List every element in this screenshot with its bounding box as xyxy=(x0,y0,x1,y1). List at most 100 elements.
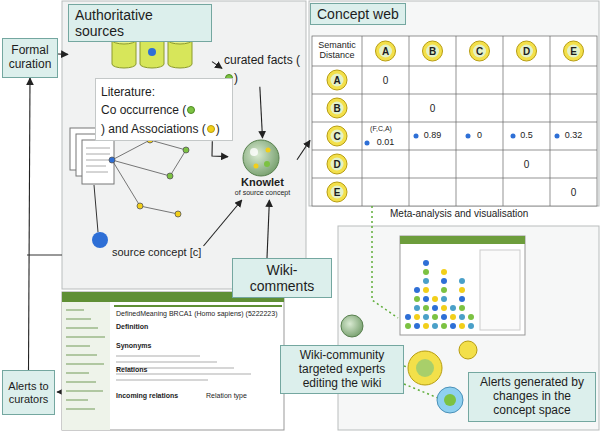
visualisation-screenshot-part-part xyxy=(441,287,447,293)
literature-box: Literature:Co occurrence () and Associat… xyxy=(95,78,233,141)
wiki-screenshot-part-part xyxy=(66,354,97,356)
connector-arrow xyxy=(204,200,242,246)
document-symbol-part xyxy=(86,148,110,172)
process-box: Formal curation xyxy=(2,38,58,78)
table-cell: 0 xyxy=(383,75,389,86)
visualisation-screenshot-part-part xyxy=(423,269,429,275)
table-cell: 0.01 xyxy=(377,138,395,148)
wiki-screenshot-part-part xyxy=(66,309,84,311)
visualisation-screenshot-part-part xyxy=(441,296,447,302)
visualisation-screenshot-part-part xyxy=(459,278,465,284)
node-text: Literature: xyxy=(101,85,155,99)
visualisation-screenshot-part-part xyxy=(423,323,429,329)
axis-title: Semantic Distance xyxy=(314,41,360,61)
distance-dots-part xyxy=(365,141,370,146)
knowlet-icons-part xyxy=(520,45,533,58)
knowlet-symbol xyxy=(243,140,279,176)
wiki-screenshot xyxy=(62,292,284,430)
wiki-screenshot-part-part xyxy=(66,381,96,383)
table-cell: (F,C,A) xyxy=(370,125,392,133)
process-box: Alerts to curators xyxy=(2,370,55,415)
table-cell: 0.89 xyxy=(424,131,442,141)
knowlet-icons-part xyxy=(327,154,347,174)
knowlet-icons xyxy=(327,41,584,202)
visualisation-screenshot-part-part xyxy=(423,278,429,284)
knowlet-symbol-part xyxy=(266,148,271,153)
knowlet-symbol-part xyxy=(264,161,270,167)
matrix-header: A xyxy=(382,46,389,57)
source-concept-dot xyxy=(92,185,108,248)
node-text: Co occurrence ( xyxy=(101,103,186,117)
source-concept-dot-part xyxy=(94,185,98,232)
caption-band: Meta-analysis and visualisation xyxy=(388,208,593,224)
knowlet-icons-part xyxy=(327,182,347,202)
knowlet-icons-part xyxy=(331,74,344,87)
knowlet-icons-part xyxy=(473,45,486,58)
screenshot-text: Incoming relations xyxy=(116,392,178,400)
table-cell: 0.5 xyxy=(520,131,533,141)
visualisation-screenshot-part-part xyxy=(450,305,456,311)
connector-arrow xyxy=(212,62,222,69)
node-text: Alerts generated by changes in the conce… xyxy=(473,376,591,417)
wiki-screenshot-part-part xyxy=(66,318,91,320)
panels xyxy=(62,1,599,430)
node-text: ) xyxy=(234,71,238,85)
fact-label: curated facts () xyxy=(222,50,308,87)
table-cell: 0 xyxy=(524,159,530,170)
feedback-line-part xyxy=(57,392,62,393)
knowlet-icons-part xyxy=(331,158,344,171)
association-network-part xyxy=(109,157,115,163)
process-box: Alerts generated by changes in the conce… xyxy=(468,372,596,422)
visualisation-screenshot-part-part xyxy=(450,323,456,329)
screenshot-text: Synonyms xyxy=(116,342,151,350)
node-text: Wiki-community targeted experts editing … xyxy=(285,349,399,390)
visualisation-screenshot-part-part xyxy=(459,287,465,293)
knowlet-symbol-part xyxy=(254,164,259,169)
visualisation-screenshot-part-part xyxy=(450,314,456,320)
panels-part xyxy=(62,1,306,289)
knowlet-icons-part xyxy=(331,186,344,199)
knowlet-icons-part xyxy=(327,70,347,90)
marker-dot xyxy=(207,125,215,133)
association-network xyxy=(109,137,189,217)
wiki-screenshot-part-part xyxy=(66,408,95,410)
knowlet-icons-part xyxy=(426,45,439,58)
table-cell: 0 xyxy=(430,103,436,114)
knowlet-symbol-part xyxy=(250,148,258,156)
visualisation-screenshot-part-part xyxy=(423,314,429,320)
meta-analysis-link-part xyxy=(404,384,438,398)
wiki-screenshot-part-part xyxy=(116,355,200,357)
knowlet-icons-part xyxy=(331,130,344,143)
process-box: Wiki-comments xyxy=(232,258,332,298)
association-network-part xyxy=(167,173,173,179)
visualisation-screenshot-part-part xyxy=(459,323,465,329)
connector-arrow xyxy=(297,140,310,159)
wiki-screenshot-part-part xyxy=(116,379,208,381)
node-text: Knowlet xyxy=(229,176,296,189)
knowlet-icons-part xyxy=(423,41,443,61)
visualisation-screenshot-part-part xyxy=(441,278,447,284)
wiki-screenshot-part-part xyxy=(66,363,104,365)
screenshot-text: Relation type xyxy=(206,392,247,400)
visualisation-screenshot-part-part xyxy=(414,314,420,320)
node-text: Meta-analysis and visualisation xyxy=(390,208,591,220)
connector-arrow xyxy=(267,200,269,258)
visualisation-screenshot-part-part xyxy=(441,314,447,320)
node-text: Wiki-comments xyxy=(237,262,327,294)
node-text: ) xyxy=(216,122,220,136)
visualisation-screenshot-part-part xyxy=(441,323,447,329)
matrix-header: D xyxy=(523,46,530,57)
wiki-screenshot-part xyxy=(66,310,251,409)
association-network-part xyxy=(175,211,181,217)
visualisation-screenshot-part-part xyxy=(423,296,429,302)
node-text: Concept web xyxy=(310,3,406,25)
wiki-screenshot-part-part xyxy=(66,345,90,347)
process-box: Wiki-community targeted experts editing … xyxy=(280,345,404,394)
visualisation-screenshot-part-part xyxy=(459,296,465,302)
knowlet-icons-part xyxy=(567,45,580,58)
wiki-screenshot-part-part xyxy=(66,336,105,338)
visualisation-screenshot-part xyxy=(480,250,520,330)
visualisation-screenshot-part-part xyxy=(414,287,420,293)
distance-dots-part xyxy=(555,134,560,139)
node-text: Formal curation xyxy=(7,44,53,72)
